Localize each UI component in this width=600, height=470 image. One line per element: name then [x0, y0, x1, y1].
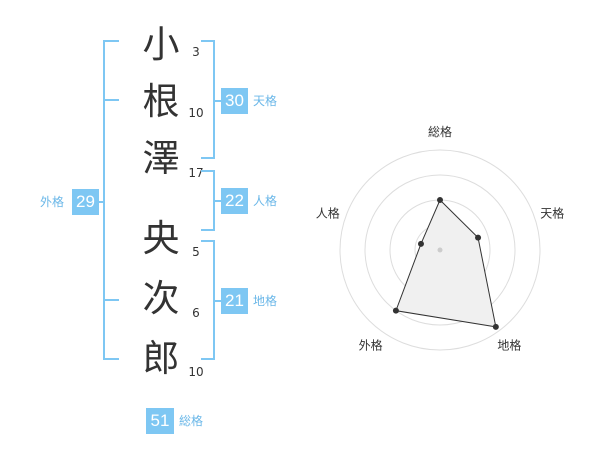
jinkaku-score: 22 — [221, 188, 248, 214]
radar-point-3 — [492, 323, 499, 330]
name-char-1: 小 — [142, 23, 180, 66]
name-char-5: 次 — [142, 277, 180, 320]
radar-ring-4 — [339, 149, 541, 351]
radar-center-dot — [437, 247, 443, 253]
gaikaku-label: 外格 — [40, 195, 65, 209]
jinkaku-label: 人格 — [253, 194, 278, 208]
radar-value-polygon — [395, 199, 497, 328]
radar-axis-label-5: 人格 — [316, 206, 340, 221]
name-char-4: 央 — [142, 217, 180, 260]
tenkaku-label: 天格 — [253, 94, 278, 108]
radar-point-1 — [437, 197, 443, 203]
stroke-count-3: 17 — [188, 166, 204, 180]
stroke-count-2: 10 — [188, 106, 204, 120]
radar-axis-label-1: 総格 — [428, 124, 452, 139]
chikaku-label: 地格 — [253, 294, 278, 308]
radar-point-2 — [475, 234, 482, 241]
soukaku-label: 総格 — [179, 414, 204, 428]
stroke-count-5: 6 — [192, 306, 200, 320]
radar-point-5 — [417, 240, 424, 247]
stroke-count-1: 3 — [192, 45, 200, 59]
tenkaku-score: 30 — [221, 88, 248, 114]
name-char-3: 澤 — [142, 137, 180, 180]
radar-ring-3 — [364, 174, 516, 326]
chikaku-score: 21 — [221, 288, 248, 314]
stroke-count-4: 5 — [192, 245, 200, 259]
gaikaku-score: 29 — [72, 189, 99, 215]
radar-axis-label-2: 天格 — [540, 206, 564, 221]
name-char-2: 根 — [142, 80, 180, 123]
soukaku-score: 51 — [146, 408, 174, 434]
radar-axis-label-4: 外格 — [359, 337, 383, 352]
radar-point-4 — [392, 307, 399, 314]
stroke-count-6: 10 — [188, 365, 204, 379]
radar-axis-label-3: 地格 — [497, 337, 521, 352]
name-char-6: 郎 — [142, 337, 180, 380]
